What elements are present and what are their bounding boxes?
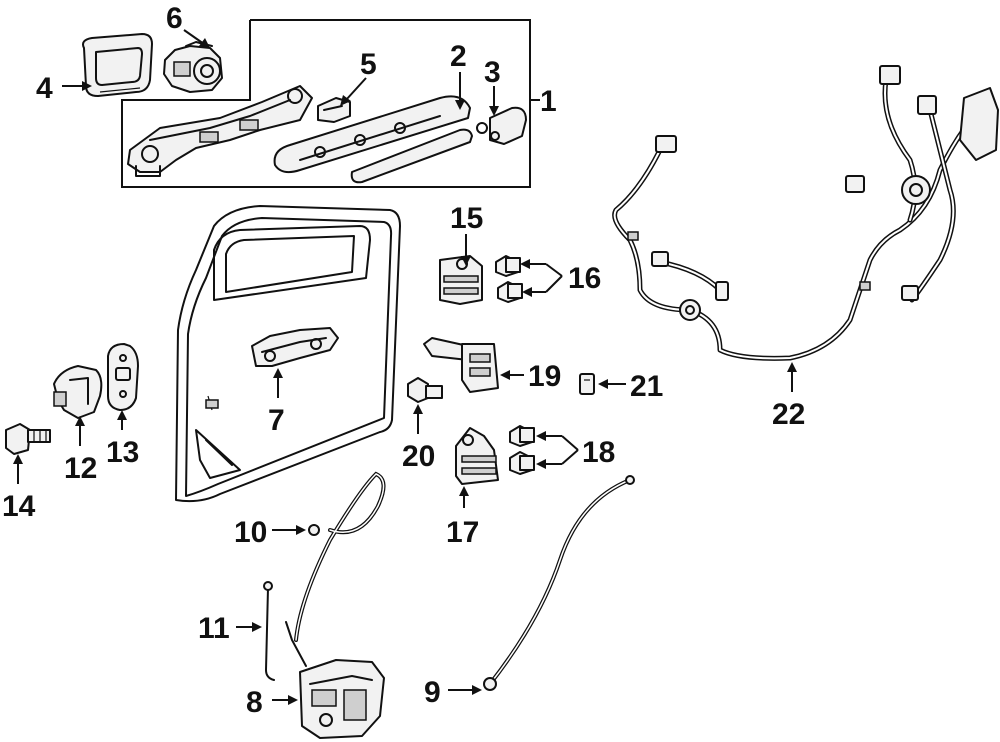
callout-16: 16 (568, 262, 601, 295)
part-22-wiring-harness[interactable] (612, 65, 999, 361)
callout-7: 7 (268, 404, 285, 437)
part-19-door-check[interactable] (423, 337, 499, 393)
callout-18: 18 (582, 436, 615, 469)
handle-base-frame (127, 85, 313, 177)
part-20-check-bolt[interactable] (407, 377, 443, 403)
leader-lines (13, 29, 797, 705)
callout-numbers: 1 2 3 4 5 6 7 8 9 10 11 12 13 14 15 16 1… (2, 2, 805, 719)
callout-2: 2 (450, 40, 467, 73)
callout-17: 17 (446, 516, 479, 549)
part-8-door-latch[interactable] (285, 621, 385, 739)
callout-9: 9 (424, 676, 441, 709)
part-14-bolt[interactable] (5, 423, 51, 455)
callout-21: 21 (630, 370, 663, 403)
callout-19: 19 (528, 360, 561, 393)
callout-14: 14 (2, 490, 36, 523)
callout-1: 1 (540, 85, 557, 118)
part-11-lock-rod[interactable] (263, 581, 275, 681)
callout-8: 8 (246, 686, 263, 719)
callout-3: 3 (484, 56, 501, 89)
part-3-end-cap[interactable] (476, 106, 527, 145)
door-shell (175, 205, 401, 503)
callout-22: 22 (772, 398, 805, 431)
callout-4: 4 (36, 72, 53, 105)
part-2-outside-handle[interactable] (273, 95, 473, 184)
part-7-inside-handle[interactable] (251, 327, 339, 367)
part-18-hinge-bolts[interactable] (509, 425, 535, 475)
part-17-lower-hinge[interactable] (455, 427, 499, 485)
part-6-lock-cylinder[interactable] (163, 41, 223, 93)
part-16-hinge-bolts[interactable] (495, 255, 523, 303)
part-21-clip[interactable] (579, 373, 595, 395)
handle-assembly-group-box (121, 19, 540, 188)
callout-11: 11 (198, 612, 230, 645)
callout-10: 10 (234, 516, 267, 549)
callout-20: 20 (402, 440, 435, 473)
callout-5: 5 (360, 48, 377, 81)
part-9-inside-handle-cable[interactable] (483, 475, 635, 691)
part-15-upper-hinge[interactable] (439, 255, 483, 305)
callout-15: 15 (450, 202, 483, 235)
part-13-plate[interactable] (107, 343, 139, 411)
callout-13: 13 (106, 436, 139, 469)
part-10-handle-cable[interactable] (294, 471, 386, 642)
callout-12: 12 (64, 452, 97, 485)
callout-6: 6 (166, 2, 183, 35)
part-12-striker[interactable] (53, 365, 103, 419)
part-4-handle-bezel[interactable] (82, 33, 153, 97)
